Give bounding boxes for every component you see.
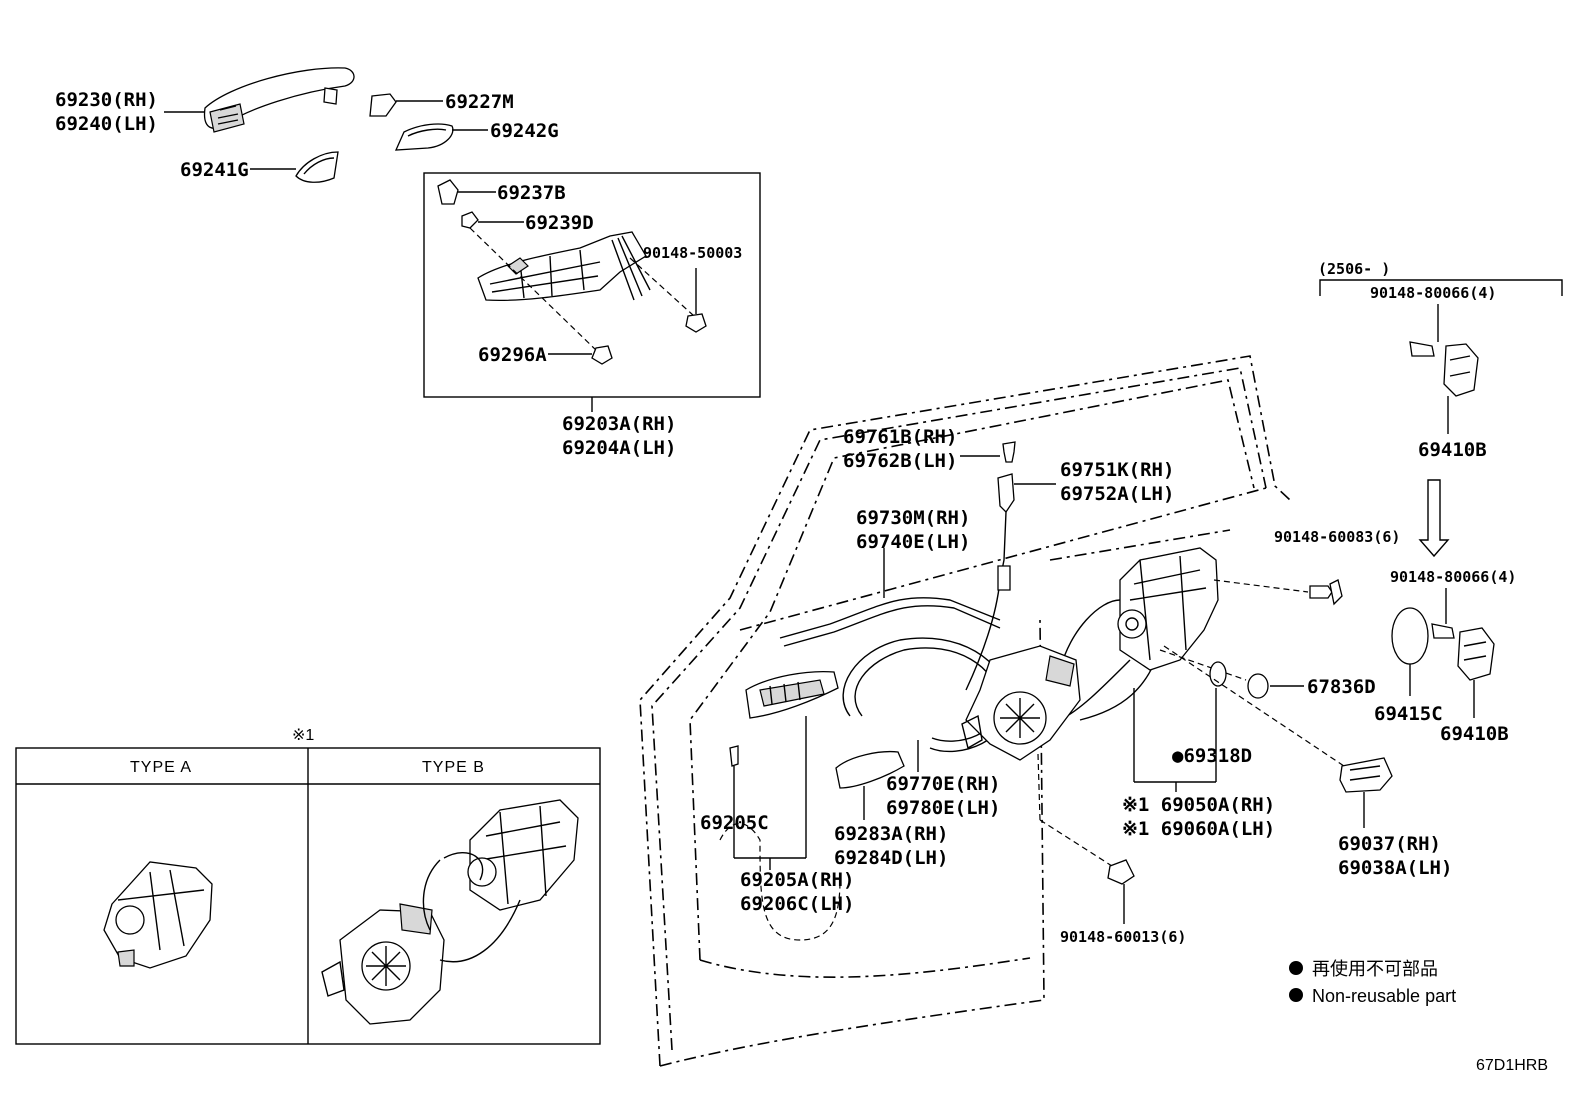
part-69751K — [997, 473, 1015, 514]
label-69296A: 69296A — [478, 344, 547, 366]
bolt-90148-60083 — [1309, 585, 1333, 599]
label-69038A: 69038A(LH) — [1338, 857, 1452, 879]
label-69050A: ※1 69050A(RH) — [1122, 794, 1275, 816]
part-69227M — [369, 93, 397, 117]
inner-handle — [745, 670, 839, 719]
part-69241G — [295, 151, 339, 183]
label-69239D: 69239D — [525, 212, 594, 234]
label-69283A: 69283A(RH) — [834, 823, 948, 845]
part-69410B-a — [1443, 343, 1479, 397]
part-69242G — [394, 123, 454, 151]
legend-bullet-jp — [1289, 961, 1303, 975]
label-69240: 69240(LH) — [55, 113, 158, 135]
label-69770E: 69770E(RH) — [886, 773, 1000, 795]
screw-90148-80066-b — [1431, 623, 1455, 639]
type-a-label: TYPE A — [130, 759, 192, 776]
arrow-down — [1418, 479, 1450, 558]
type-a-actuator — [103, 861, 213, 969]
screw-90148-80066-a — [1409, 341, 1435, 357]
label-69206C: 69206C(LH) — [740, 893, 854, 915]
label-90148-60083: 90148-60083(6) — [1274, 528, 1400, 546]
part-69415C — [1391, 607, 1429, 665]
label-69318D: ●69318D — [1172, 745, 1252, 767]
label-69241G: 69241G — [180, 159, 249, 181]
label-69284D: 69284D(LH) — [834, 847, 948, 869]
lock-actuator — [961, 547, 1219, 761]
diagram-code: 67D1HRB — [1476, 1057, 1548, 1074]
label-69410B-a: 69410B — [1418, 439, 1487, 461]
handle-frame — [477, 231, 651, 302]
door-outline — [639, 355, 1291, 1067]
label-69762B: 69762B(LH) — [843, 450, 957, 472]
bolt-90148-60013 — [1107, 859, 1135, 885]
label-90148-80066-b: 90148-80066(4) — [1390, 568, 1516, 586]
label-69205A: 69205A(RH) — [740, 869, 854, 891]
label-69410B-b: 69410B — [1440, 723, 1509, 745]
label-69230: 69230(RH) — [55, 89, 158, 111]
label-69415C: 69415C — [1374, 703, 1443, 725]
label-69730M: 69730M(RH) — [856, 507, 970, 529]
legend-bullet-en — [1289, 988, 1303, 1002]
part-69761B — [1002, 441, 1016, 463]
label-69751K: 69751K(RH) — [1060, 459, 1174, 481]
label-2506: (2506- ) — [1318, 260, 1390, 278]
label-69761B: 69761B(RH) — [843, 426, 957, 448]
type-b-actuator — [321, 799, 579, 1025]
label-69227M: 69227M — [445, 91, 514, 113]
label-69237B: 69237B — [497, 182, 566, 204]
label-69752A: 69752A(LH) — [1060, 483, 1174, 505]
label-69740E: 69740E(LH) — [856, 531, 970, 553]
screw-90148-50003 — [685, 313, 707, 333]
legend-jp: 再使用不可部品 — [1312, 959, 1438, 979]
label-69242G: 69242G — [490, 120, 559, 142]
label-90148-80066-a: 90148-80066(4) — [1370, 284, 1496, 302]
label-69204A: 69204A(LH) — [562, 437, 676, 459]
inset-marker: ※1 — [292, 727, 314, 744]
label-69780E: 69780E(LH) — [886, 797, 1000, 819]
part-69410B-b — [1457, 627, 1495, 681]
legend-en: Non-reusable part — [1312, 986, 1456, 1006]
label-90148-50003: 90148-50003 — [643, 244, 742, 262]
part-69205C-clip — [729, 745, 739, 767]
part-69037 — [1339, 757, 1393, 793]
part-69239D — [461, 211, 479, 229]
label-69037: 69037(RH) — [1338, 833, 1441, 855]
label-67836D: 67836D — [1307, 676, 1376, 698]
part-69237B — [437, 179, 459, 205]
part-69283A — [835, 750, 905, 789]
screw-69296A — [591, 345, 613, 365]
label-69060A: ※1 69060A(LH) — [1122, 818, 1275, 840]
outside-handle — [203, 67, 355, 133]
label-69203A: 69203A(RH) — [562, 413, 676, 435]
label-90148-60013: 90148-60013(6) — [1060, 928, 1186, 946]
part-67836D — [1247, 673, 1269, 699]
label-69205C: 69205C — [700, 812, 769, 834]
type-b-label: TYPE B — [422, 759, 485, 776]
